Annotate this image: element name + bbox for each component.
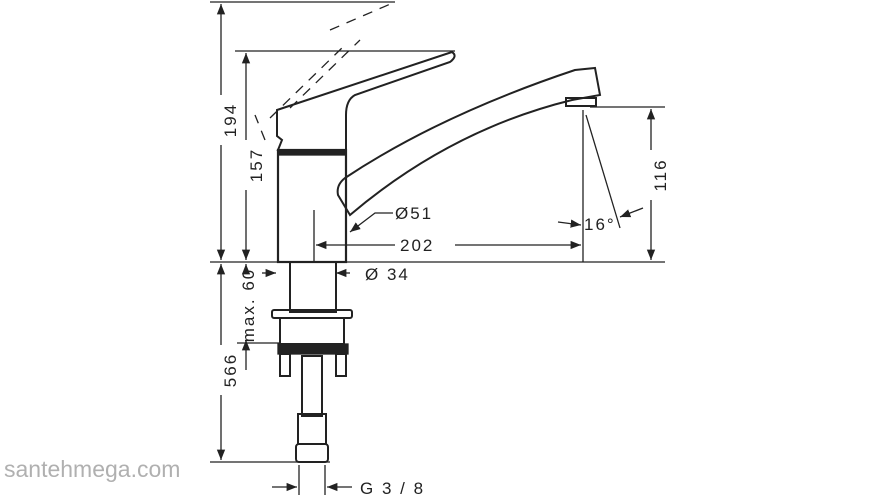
dim-max-mount: max. 60 xyxy=(239,268,258,342)
dim-shank-diameter: Ø 34 xyxy=(365,265,410,284)
dim-spout-diameter: Ø51 xyxy=(395,204,433,223)
dim-total-height: 194 xyxy=(221,103,240,137)
dim-hose-length: 566 xyxy=(221,353,240,387)
lever-handle xyxy=(276,50,456,151)
spout xyxy=(336,66,602,217)
dim-connection-thread: G 3 / 8 xyxy=(360,479,425,498)
dim-spout-height: 116 xyxy=(651,158,670,191)
watermark: santehmega.com xyxy=(4,456,181,482)
dim-body-height: 157 xyxy=(247,148,266,182)
dim-angle: 16° xyxy=(584,215,616,234)
dim-spout-reach: 202 xyxy=(400,236,434,255)
